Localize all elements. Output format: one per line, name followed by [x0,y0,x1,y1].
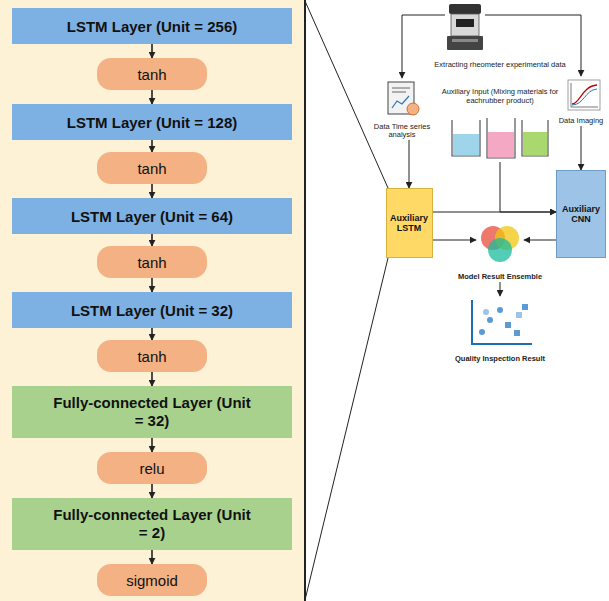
activation-pill: tanh [97,246,207,278]
node-label: tanh [137,66,166,83]
flow-arrow [151,484,153,498]
dense-layer-box: Fully-connected Layer (Unit = 32) [12,386,292,438]
node-label: Quality Inspection Result [455,355,545,364]
lstm-layer-box: LSTM Layer (Unit = 128) [12,104,292,140]
time-series-icon [388,82,419,115]
model-panel [0,0,305,601]
activation-pill: tanh [97,58,207,90]
flow-arrow [151,234,153,246]
lstm-layer-box: LSTM Layer (Unit = 32) [12,292,292,328]
panel-border [304,0,306,601]
flow-arrow [151,184,153,198]
node-label: Fully-connected Layer (Unit = 32) [52,394,252,430]
imaging-icon [568,80,600,110]
zoom-line [305,1,388,188]
node-label: Fully-connected Layer (Unit = 2) [52,506,252,542]
flow-arrow [409,140,410,188]
quality-result-node: Quality Inspection Result [440,296,560,364]
activation-pill: relu [97,452,207,484]
node-label: LSTM Layer (Unit = 64) [71,208,233,225]
flow-arrow [151,372,153,386]
flow-arrow [581,126,582,170]
imaging-node: Data Imaging [556,76,606,126]
flow-arrow [151,550,153,564]
time-series-node: Data Time series analysis [367,78,437,140]
activation-pill: sigmoid [97,564,207,596]
activation-pill: tanh [97,340,207,372]
node-label: Data Time series analysis [367,123,437,140]
flow-arrow [151,90,153,104]
zoom-line [305,258,388,600]
ensemble-venn [481,226,519,262]
auxiliary-input-node: Auxiliary Input (Mixing materials for ea… [436,88,564,162]
node-label: tanh [137,348,166,365]
node-label: tanh [137,160,166,177]
ensemble-node: Model Result Ensemble [440,226,560,282]
node-label: Auxiliary CNN [559,204,603,224]
auxiliary-cnn-box: Auxiliary CNN [556,170,606,258]
lstm-layer-box: LSTM Layer (Unit = 256) [12,8,292,44]
flow-arrow [151,140,153,152]
node-label: LSTM Layer (Unit = 32) [71,302,233,319]
node-label: Auxiliary LSTM [389,213,430,233]
node-label: LSTM Layer (Unit = 256) [67,18,237,35]
flow-arrow [151,44,153,58]
auxiliary-lstm-box: Auxiliary LSTM [386,188,433,258]
flow-arrow [151,328,153,340]
node-label: tanh [137,254,166,271]
node-label: LSTM Layer (Unit = 128) [67,114,237,131]
node-label: Extracting rheometer experimental data [434,61,565,70]
node-label: Data Imaging [559,117,604,126]
node-label: relu [139,460,164,477]
flow-arrow [500,162,556,212]
flow-arrow [524,240,556,241]
result-chart-icon [472,300,532,344]
lstm-layer-box: LSTM Layer (Unit = 64) [12,198,292,234]
node-label: Auxiliary Input (Mixing materials for ea… [436,88,564,105]
dense-layer-box: Fully-connected Layer (Unit = 2) [12,498,292,550]
flow-arrow [151,438,153,452]
activation-pill: tanh [97,152,207,184]
rheometer-node: Extracting rheometer experimental data [425,0,575,70]
node-label: Model Result Ensemble [458,273,542,282]
rheometer-picture [447,4,483,50]
flow-arrow [500,282,501,296]
beakers-picture [452,118,548,158]
flow-arrow [433,240,477,241]
flow-arrow [151,278,153,292]
node-label: sigmoid [126,572,178,589]
